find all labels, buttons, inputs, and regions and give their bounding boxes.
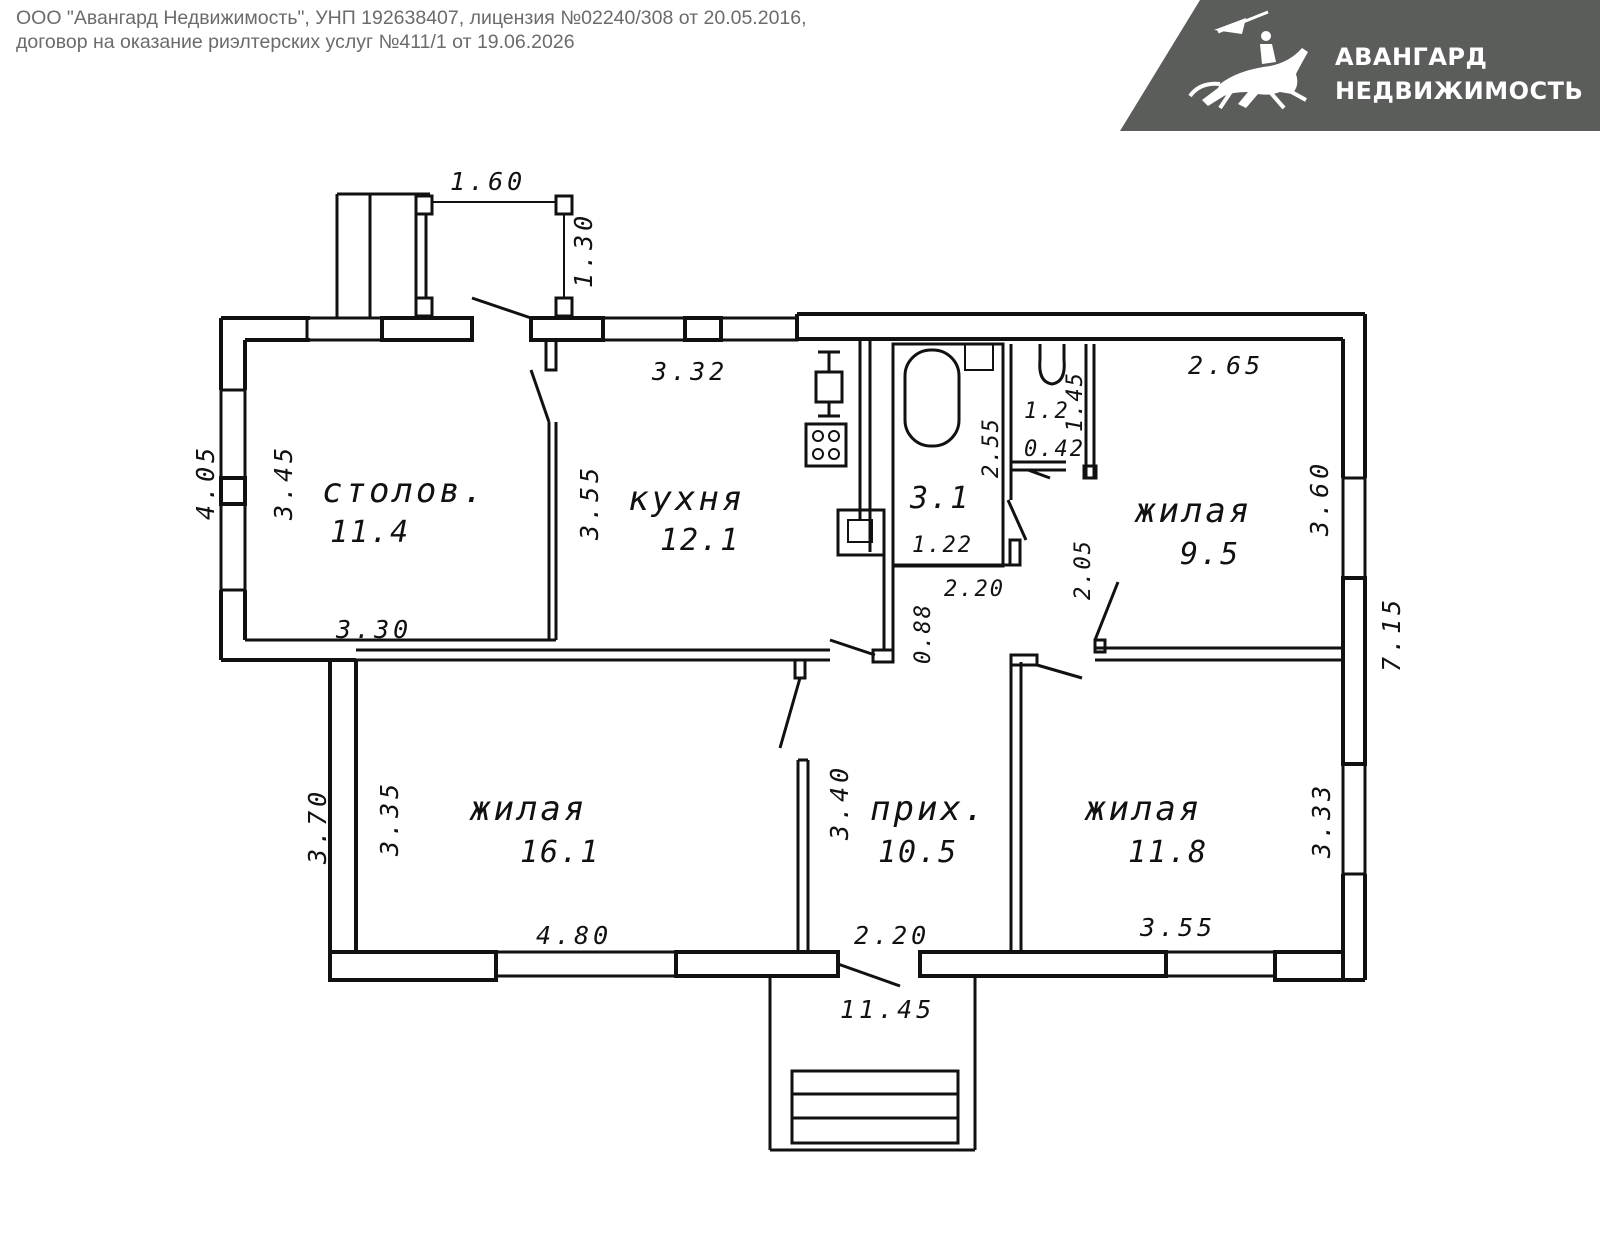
room-labels: столов. 11.4 кухня 12.1 3.1 1.2 жилая 9.… xyxy=(322,399,1252,870)
dim-kitchen-width: 3.32 xyxy=(651,357,728,386)
dim-stol-width: 3.30 xyxy=(335,615,412,644)
logo-line-1: АВАНГАРД xyxy=(1335,43,1488,71)
logo-line-2: НЕДВИЖИМОСТЬ xyxy=(1335,77,1584,105)
dim-stol-outer-height: 4.05 xyxy=(191,444,220,520)
room-area-zhilaya-se: 11.8 xyxy=(1128,835,1208,870)
room-label-zhilaya-sw: жилая xyxy=(469,789,587,829)
room-area-bath: 3.1 xyxy=(909,481,970,516)
dim-hall-height: 3.40 xyxy=(825,764,854,841)
dim-sw-outer-height: 3.70 xyxy=(303,788,332,865)
header-line-1: ООО "Авангард Недвижимость", УНП 1926384… xyxy=(16,7,807,29)
dim-se-height: 3.33 xyxy=(1307,782,1336,859)
dim-ne-room-width: 2.65 xyxy=(1188,351,1264,380)
room-area-prihozhaya: 10.5 xyxy=(878,835,958,870)
header-line-2: договор на оказание риэлтерских услуг №4… xyxy=(16,31,575,53)
window-west xyxy=(219,388,247,592)
logo-banner xyxy=(1120,0,1600,131)
room-area-stolovaya: 11.4 xyxy=(330,515,410,550)
dim-ne-room-height: 3.60 xyxy=(1305,460,1334,537)
room-area-kuhnya: 12.1 xyxy=(660,523,740,558)
room-area-zhilaya-sw: 16.1 xyxy=(520,835,600,870)
dim-sw-width: 4.80 xyxy=(536,921,612,950)
room-label-zhilaya-se: жилая xyxy=(1084,789,1202,829)
dim-total-width: 11.45 xyxy=(840,995,935,1024)
dim-kitchen-height: 3.55 xyxy=(575,464,604,541)
dim-porch-width: 1.60 xyxy=(450,167,526,196)
dim-hall-width-top: 2.20 xyxy=(944,577,1005,602)
dim-wc-width: 0.42 xyxy=(1024,437,1085,462)
dim-sw-height: 3.35 xyxy=(375,780,404,857)
room-label-stolovaya: столов. xyxy=(322,471,486,511)
dim-porch-depth: 1.30 xyxy=(569,212,598,288)
dim-east-outer: 7.15 xyxy=(1377,596,1406,672)
room-label-prihozhaya: прих. xyxy=(870,789,987,829)
dim-corridor-width: 0.88 xyxy=(911,603,936,664)
dim-bath-width: 1.22 xyxy=(912,533,973,558)
room-area-zhilaya-ne: 9.5 xyxy=(1180,537,1240,572)
walls xyxy=(219,192,1367,1152)
room-label-zhilaya-ne: жилая xyxy=(1134,491,1252,531)
agency-header: ООО "Авангард Недвижимость", УНП 1926384… xyxy=(16,6,807,54)
dim-bath-height: 2.55 xyxy=(979,417,1004,478)
dimension-labels: 1.60 1.30 3.32 2.65 4.05 3.45 3.55 2.55 … xyxy=(191,167,1406,1024)
knight-on-horse-icon xyxy=(1188,10,1308,110)
room-label-kuhnya: кухня xyxy=(628,479,745,519)
dim-se-width: 3.55 xyxy=(1139,913,1216,942)
dim-wc-height: 1.45 xyxy=(1063,371,1088,432)
boiler-icon xyxy=(814,370,844,404)
dim-corridor-height: 2.05 xyxy=(1071,539,1096,600)
window-east-1 xyxy=(1341,476,1367,580)
dim-stol-height: 3.45 xyxy=(269,444,298,521)
window-top-2 xyxy=(601,316,687,342)
window-top-1 xyxy=(305,316,384,342)
logo-text: АВАНГАРД НЕДВИЖИМОСТЬ xyxy=(1335,40,1583,108)
window-bottom-1 xyxy=(494,950,678,978)
window-bottom-3 xyxy=(1164,950,1277,978)
dim-hall-width-bottom: 2.20 xyxy=(854,921,930,950)
room-area-wc: 1.2 xyxy=(1024,399,1070,424)
window-east-2 xyxy=(1341,762,1367,876)
stove-icon xyxy=(804,422,848,468)
window-top-3 xyxy=(719,316,799,342)
